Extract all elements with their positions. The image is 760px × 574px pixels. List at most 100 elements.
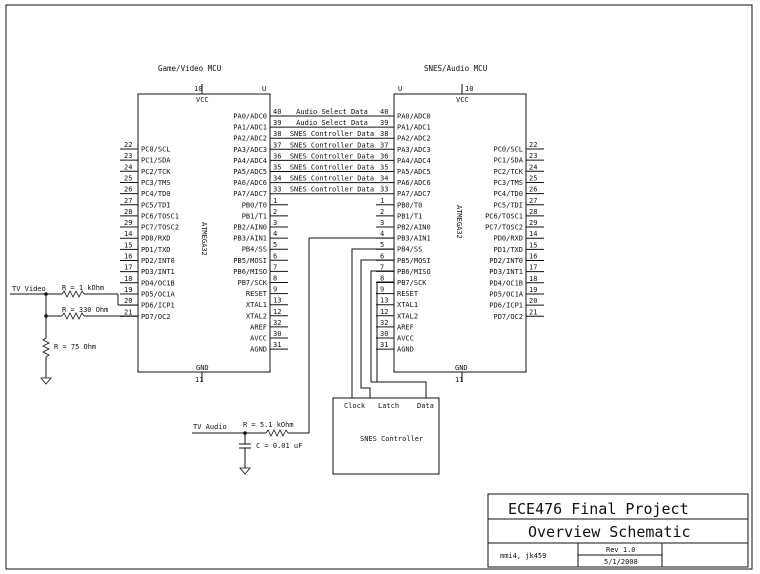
pin-number: 33: [273, 186, 281, 194]
pin-name: PD7/OC2: [493, 313, 523, 321]
bus-line-6: SNES Controller Data: [288, 175, 376, 184]
pin-number: 21: [529, 308, 537, 316]
pin-name: PD2/INT0: [141, 257, 175, 265]
bus-label: SNES Controller Data: [290, 175, 374, 183]
pin-number: 36: [273, 152, 281, 160]
pin-number: 30: [380, 330, 388, 338]
pin-number: 26: [529, 186, 537, 194]
pin-name: PA3/ADC3: [397, 146, 431, 154]
pin-number: 3: [380, 219, 384, 227]
pin-number: 31: [380, 341, 388, 349]
bus-label: SNES Controller Data: [290, 141, 374, 149]
pin-number: 37: [273, 141, 281, 149]
pin-name: PC1/SDA: [141, 157, 171, 165]
mcu-left-right-pins: 40PA0/ADC039PA1/ADC138PA2/ADC237PA3/ADC3…: [233, 108, 288, 354]
pin-name: PA0/ADC0: [233, 113, 267, 121]
snes-controller-title: SNES Controller: [360, 435, 423, 443]
pin-number: 22: [124, 141, 132, 149]
mcu-left-vcc-pin: 10: [194, 85, 202, 93]
pin-name: PA5/ADC5: [233, 168, 267, 176]
resistor-330-label: R = 330 Ohm: [62, 306, 108, 314]
pin-name: PB0/T0: [242, 201, 267, 209]
pin-number: 38: [273, 130, 281, 138]
pin-name: AVCC: [397, 335, 414, 343]
pin-number: 8: [380, 275, 384, 283]
pin-name: PC2/TCK: [141, 168, 171, 176]
pin-number: 13: [273, 297, 281, 305]
pin-name: PD6/ICP1: [489, 302, 523, 310]
pin-name: PD3/INT1: [489, 268, 523, 276]
pin-name: PC5/TDI: [493, 201, 523, 209]
bus-label: Audio Select Data: [296, 119, 368, 127]
pin-name: PB6/MISO: [397, 268, 431, 276]
date: 5/1/2008: [604, 558, 638, 566]
title-block-frame: [487, 493, 749, 568]
bus-line-1: Audio Select Data: [288, 119, 376, 128]
project-title: ECE476 Final Project: [508, 500, 689, 518]
mcu-left-u-mark: U: [262, 85, 266, 93]
pin-name: PB2/AIN0: [233, 224, 267, 232]
pin-number: 14: [124, 230, 132, 238]
pin-name: PD3/INT1: [141, 268, 175, 276]
pin-name: RESET: [246, 290, 268, 298]
pin-number: 40: [273, 108, 281, 116]
pin-name: PD5/OC1A: [141, 290, 176, 298]
pin-number: 9: [273, 286, 277, 294]
pin-name: XTAL2: [397, 312, 418, 320]
pin-number: 30: [273, 330, 281, 338]
pin-number: 13: [380, 297, 388, 305]
pin-number: 33: [380, 186, 388, 194]
pin-number: 2: [380, 208, 384, 216]
bus-line-2: SNES Controller Data: [288, 130, 376, 139]
pin-name: PB0/T0: [397, 201, 422, 209]
mcu-right-right-pins: 22PC0/SCL23PC1/SDA24PC2/TCK25PC3/TMS26PC…: [485, 141, 544, 321]
snes-clock-label: Clock: [344, 402, 366, 410]
pin-name: PA3/ADC3: [233, 146, 267, 154]
pin-number: 28: [124, 208, 132, 216]
pin-name: PA4/ADC4: [397, 157, 431, 165]
pin-name: PB1/T1: [397, 212, 422, 220]
mcu-left-part: ATMEGA32: [200, 222, 208, 256]
mcu-right-title: SNES/Audio MCU: [424, 64, 487, 73]
pin-name: PD7/OC2: [141, 313, 171, 321]
mcu-right-part: ATMEGA32: [455, 205, 463, 239]
ground-symbol-video: [40, 377, 52, 385]
mcu-right-body: [393, 93, 527, 373]
pin-name: PC4/TD0: [493, 190, 523, 198]
pin-number: 37: [380, 141, 388, 149]
pin-name: PD4/OC1B: [489, 279, 523, 287]
pin-number: 35: [273, 164, 281, 172]
pin-name: PA4/ADC4: [233, 157, 267, 165]
pin-name: PB5/MOSI: [397, 257, 431, 265]
pin-name: PA0/ADC0: [397, 113, 431, 121]
pin-name: PC2/TCK: [493, 168, 523, 176]
resistor-5k1: [265, 429, 289, 437]
pin-number: 6: [380, 252, 384, 260]
pin-number: 1: [273, 197, 277, 205]
